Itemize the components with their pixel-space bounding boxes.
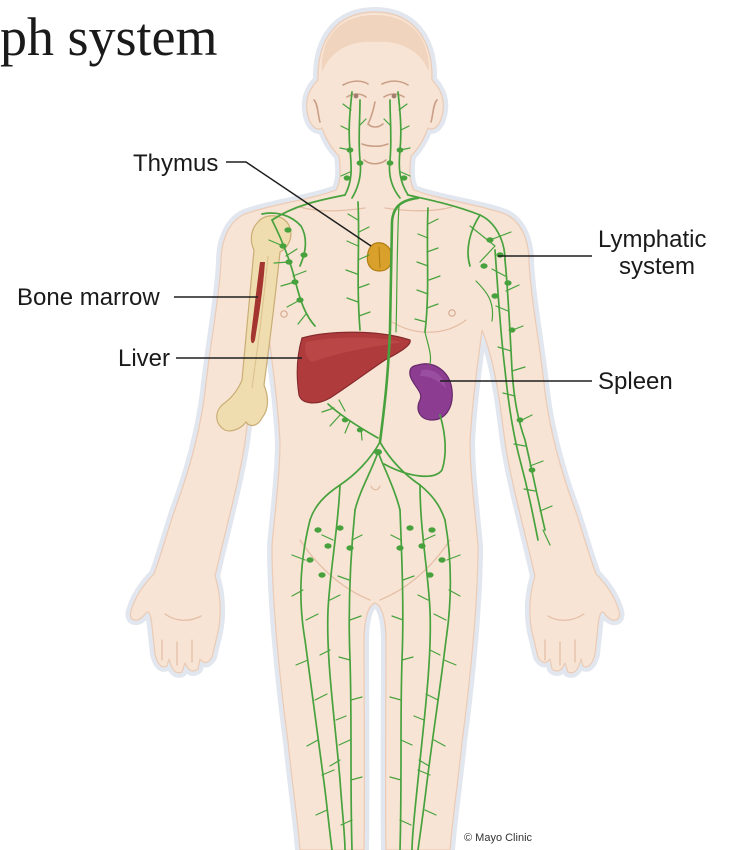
lymph-node <box>428 527 435 532</box>
lymph-node <box>306 557 313 562</box>
lymph-node <box>347 147 354 152</box>
lymph-node <box>491 293 498 298</box>
liver-label: Liver <box>118 345 170 372</box>
thymus-label: Thymus <box>133 150 218 177</box>
lymphatic-system-label-line1: Lymphatic <box>598 226 707 253</box>
lymph-node <box>374 449 382 455</box>
lymph-node <box>438 557 445 562</box>
lymph-node <box>504 280 511 285</box>
lymph-node <box>314 527 321 532</box>
lymph-node <box>346 545 353 550</box>
lymph-node <box>426 572 433 577</box>
lymph-node <box>300 252 307 257</box>
lymph-node <box>396 545 403 550</box>
bone-marrow-label: Bone marrow <box>17 284 160 311</box>
body-silhouette <box>130 12 619 850</box>
lymph-node <box>418 543 425 548</box>
spleen-label: Spleen <box>598 368 673 395</box>
lymph-node <box>397 147 404 152</box>
lymph-node <box>336 525 343 530</box>
lymph-node <box>357 160 364 165</box>
lymph-node <box>296 297 303 302</box>
lymphatic-system-label-line2: system <box>619 253 695 280</box>
lymph-node <box>509 327 516 332</box>
lymph-node <box>496 252 503 257</box>
lymph-node <box>387 160 394 165</box>
lymph-node <box>480 263 487 268</box>
lymph-node <box>401 175 408 180</box>
lymph-node <box>406 525 413 530</box>
diagram-title: ph system <box>0 7 218 67</box>
lymph-node <box>517 417 524 422</box>
left-pupil <box>354 94 359 99</box>
lymph-node <box>357 428 363 433</box>
lymph-node <box>318 572 325 577</box>
lymph-node <box>529 467 536 472</box>
lymph-node <box>324 543 331 548</box>
lymph-node <box>486 237 493 242</box>
lymph-node <box>342 418 348 423</box>
lymph-node <box>291 279 298 284</box>
lymph-node <box>285 259 292 264</box>
lymph-node <box>279 243 286 248</box>
right-pupil <box>392 94 397 99</box>
copyright-credit: © Mayo Clinic <box>464 832 533 844</box>
lymph-node <box>344 175 351 180</box>
lymph-node <box>284 227 291 232</box>
